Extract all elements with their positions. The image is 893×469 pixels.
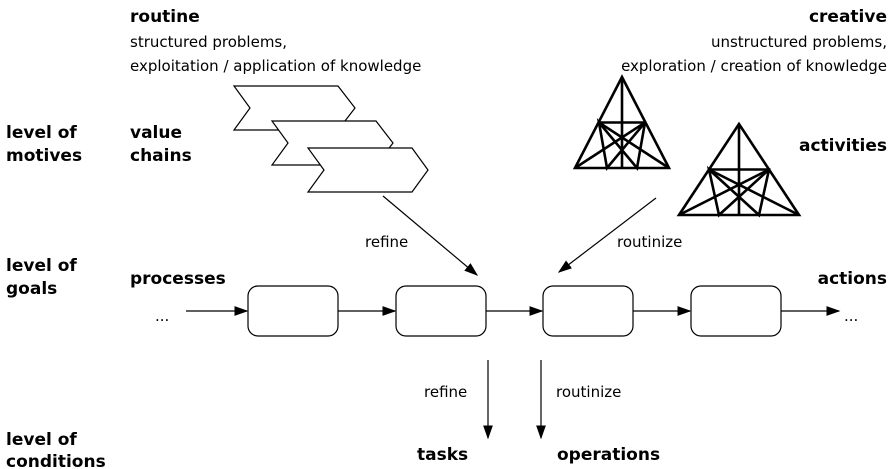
- level-motives-line1: level of: [6, 123, 77, 143]
- refine-bottom-label: refine: [424, 383, 467, 401]
- level-conditions-line2: conditions: [6, 452, 106, 469]
- refine-top-label: refine: [365, 233, 408, 251]
- routinize-top-label: routinize: [617, 233, 682, 251]
- level-goals-line1: level of: [6, 256, 77, 276]
- value-chains-label-line1: value: [130, 123, 182, 143]
- value-chain-chevron: [306, 147, 429, 193]
- level-motives-line2: motives: [6, 146, 82, 166]
- process-step-box: [247, 285, 339, 337]
- activity-triangle: [572, 74, 672, 171]
- routinize-arrow-top: [557, 197, 657, 273]
- routine-line2: exploitation / application of knowledge: [130, 57, 421, 75]
- ellipsis-right: ...: [844, 307, 858, 325]
- refine-arrow-top: [382, 195, 479, 276]
- operations-label: operations: [557, 445, 660, 465]
- tasks-label: tasks: [417, 445, 468, 465]
- processes-label: processes: [130, 269, 226, 289]
- routinize-bottom-label: routinize: [556, 383, 621, 401]
- level-conditions-line1: level of: [6, 430, 77, 450]
- creative-title: creative: [809, 7, 887, 27]
- activities-label: activities: [799, 136, 887, 156]
- value-chain-shapes: [232, 85, 429, 193]
- level-goals-line2: goals: [6, 279, 57, 299]
- actions-label: actions: [818, 269, 887, 289]
- ellipsis-left: ...: [155, 307, 169, 325]
- routine-title: routine: [130, 7, 200, 27]
- process-step-box: [542, 285, 634, 337]
- process-step-box: [690, 285, 782, 337]
- routine-line1: structured problems,: [130, 33, 287, 51]
- value-chains-label-line2: chains: [130, 146, 192, 166]
- creative-line2: exploration / creation of knowledge: [621, 57, 887, 75]
- process-step-box: [395, 285, 487, 337]
- activity-triangle: [676, 121, 802, 218]
- creative-line1: unstructured problems,: [711, 33, 887, 51]
